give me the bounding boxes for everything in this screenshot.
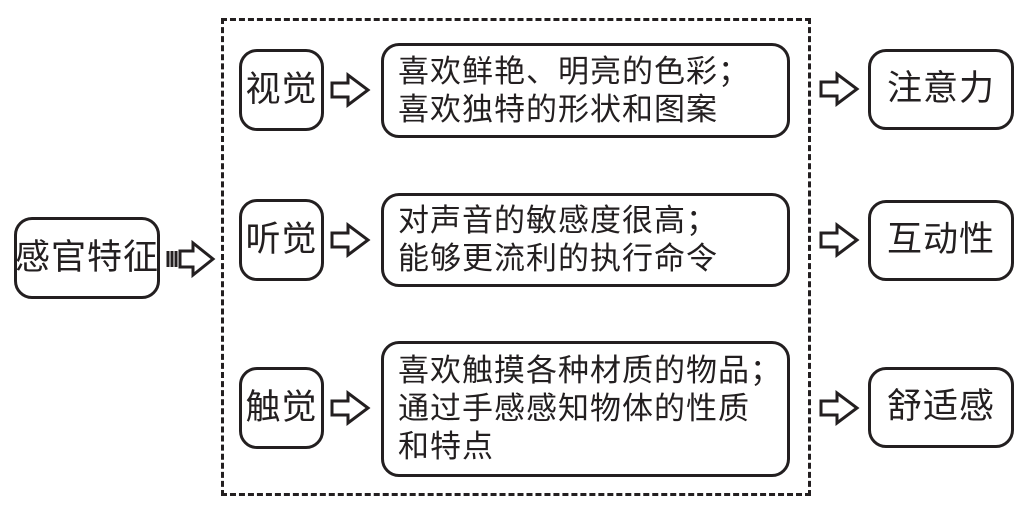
root-node: 感官特征 xyxy=(14,217,160,299)
arrow-right-icon xyxy=(330,390,371,426)
outcome-node-interactivity-label: 互动性 xyxy=(886,220,995,260)
outcome-node-comfort: 舒适感 xyxy=(868,367,1014,448)
sense-node-auditory: 听觉 xyxy=(239,199,324,281)
root-node-label: 感官特征 xyxy=(15,237,160,278)
sense-node-tactile: 触觉 xyxy=(239,367,324,449)
sense-node-visual: 视觉 xyxy=(239,49,324,131)
arrow-right-icon xyxy=(819,390,860,426)
sense-node-visual-label: 视觉 xyxy=(245,69,318,110)
outcome-node-attention: 注意力 xyxy=(868,49,1014,130)
description-node-visual-text: 喜欢鲜艳、明亮的色彩； 喜欢独特的形状和图案 xyxy=(398,53,750,128)
description-node-auditory-text: 对声音的敏感度很高； 能够更流利的执行命令 xyxy=(398,203,718,277)
description-node-tactile-text: 喜欢触摸各种材质的物品； 通过手感感知物体的性质 和特点 xyxy=(398,353,782,465)
outcome-node-interactivity: 互动性 xyxy=(868,200,1014,281)
description-node-tactile: 喜欢触摸各种材质的物品； 通过手感感知物体的性质 和特点 xyxy=(381,341,790,477)
arrow-right-icon xyxy=(330,222,371,258)
sense-node-auditory-label: 听觉 xyxy=(245,219,318,260)
senses-group-frame xyxy=(221,18,811,496)
outcome-node-attention-label: 注意力 xyxy=(886,69,995,109)
arrow-right-icon xyxy=(330,72,371,108)
root-arrow-icon xyxy=(166,239,216,279)
arrow-right-icon xyxy=(819,222,860,258)
description-node-visual: 喜欢鲜艳、明亮的色彩； 喜欢独特的形状和图案 xyxy=(381,43,790,138)
sense-node-tactile-label: 触觉 xyxy=(245,387,318,428)
arrow-right-icon xyxy=(819,71,860,107)
outcome-node-comfort-label: 舒适感 xyxy=(886,387,995,427)
description-node-auditory: 对声音的敏感度很高； 能够更流利的执行命令 xyxy=(381,193,790,287)
